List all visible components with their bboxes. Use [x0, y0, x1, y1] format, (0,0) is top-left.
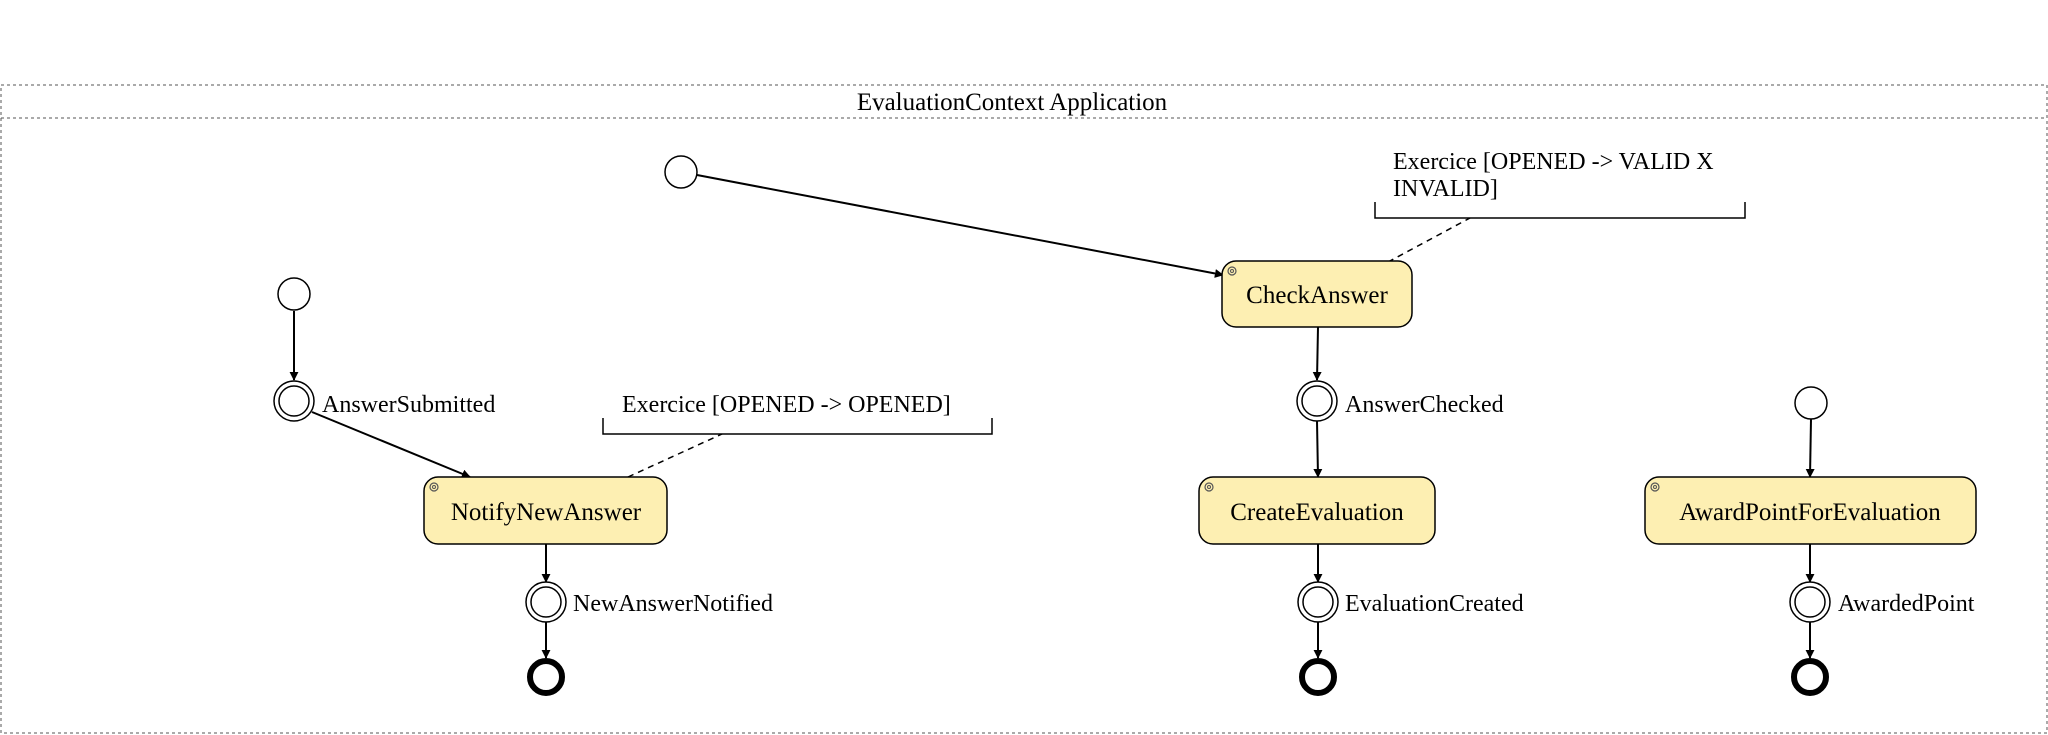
task-label: CheckAnswer: [1246, 282, 1388, 309]
annotation-associations: [627, 217, 1471, 478]
start-event-answer-submitted[interactable]: [277, 277, 311, 311]
task-label: AwardPointForEvaluation: [1679, 499, 1941, 526]
task-create-evaluation[interactable]: CreateEvaluation: [1198, 476, 1436, 545]
association-notify-new-answer: [627, 433, 723, 478]
start-event-award-point[interactable]: [1794, 386, 1828, 420]
edge-start-to-award-point: [1805, 418, 1815, 478]
annotation-text-line1: Exercice [OPENED -> VALID X: [1393, 149, 1714, 175]
annotation-text: Exercice [OPENED -> OPENED]: [622, 392, 951, 418]
pool-container: EvaluationContext Application: [0, 84, 2048, 734]
event-label: NewAnswerNotified: [573, 591, 773, 617]
edge-check-answer-to-answer-checked: [1312, 326, 1322, 381]
task-notify-new-answer[interactable]: NotifyNewAnswer: [423, 476, 668, 545]
edge-answer-submitted-to-notify: [311, 411, 471, 479]
end-event-evaluation[interactable]: [1299, 658, 1337, 696]
intermediate-event-awarded-point[interactable]: AwardedPoint: [1789, 581, 1975, 623]
start-events: [277, 155, 1828, 420]
task-label: NotifyNewAnswer: [451, 499, 642, 526]
intermediate-event-answer-submitted[interactable]: AnswerSubmitted: [273, 380, 495, 422]
end-event-award[interactable]: [1791, 658, 1829, 696]
event-label: AnswerChecked: [1345, 392, 1504, 418]
intermediate-event-new-answer-notified[interactable]: NewAnswerNotified: [525, 581, 773, 623]
annotation-check-answer: Exercice [OPENED -> VALID X INVALID]: [1374, 149, 1746, 219]
intermediate-event-answer-checked[interactable]: AnswerChecked: [1296, 380, 1504, 422]
annotation-notify-new-answer: Exercice [OPENED -> OPENED]: [602, 392, 993, 435]
pool-title: EvaluationContext Application: [857, 89, 1168, 116]
task-check-answer[interactable]: CheckAnswer: [1221, 260, 1413, 328]
task-award-point-for-evaluation[interactable]: AwardPointForEvaluation: [1644, 476, 1977, 545]
edge-answer-checked-to-create-evaluation: [1313, 420, 1323, 478]
intermediate-event-evaluation-created[interactable]: EvaluationCreated: [1297, 581, 1524, 623]
task-label: CreateEvaluation: [1230, 499, 1404, 526]
start-event-check-answer[interactable]: [664, 155, 698, 189]
end-events: [527, 658, 1829, 696]
event-label: AnswerSubmitted: [322, 392, 495, 418]
edge-start-to-check-answer: [696, 174, 1224, 278]
edges: [289, 174, 1815, 659]
association-check-answer: [1387, 217, 1471, 263]
event-label: EvaluationCreated: [1345, 591, 1524, 617]
event-label: AwardedPoint: [1838, 591, 1975, 617]
annotation-text-line2: INVALID]: [1393, 176, 1498, 202]
end-event-notify[interactable]: [527, 658, 565, 696]
